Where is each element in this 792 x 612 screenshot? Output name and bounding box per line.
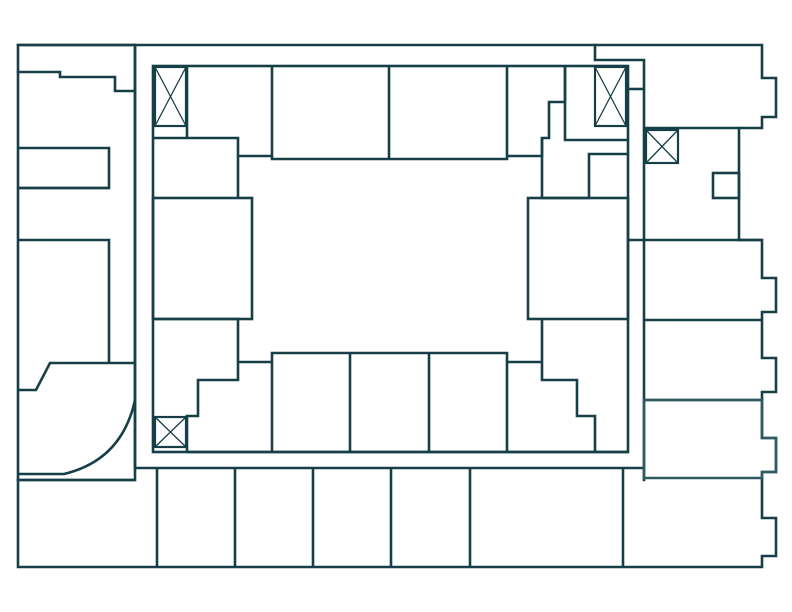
inner-top-left-room <box>153 136 240 198</box>
corridor-inner-ring <box>151 64 630 454</box>
elevator-box-top-left <box>153 65 188 128</box>
left-wing-room-1 <box>18 146 111 190</box>
inner-left-room <box>151 196 254 321</box>
left-wing-room-2 <box>18 238 111 363</box>
right-wing-shaft <box>711 171 741 200</box>
outer-outline <box>16 43 778 569</box>
inner-top-right-stair <box>563 66 628 142</box>
inner-top-right-room <box>540 138 628 200</box>
left-wing-curved-room <box>18 399 137 476</box>
inner-top-right-stepped <box>507 66 567 158</box>
inner-right-room <box>526 196 630 321</box>
left-wing-stair <box>18 361 135 392</box>
right-wing-unit-4[interactable] <box>642 398 778 480</box>
central-block-right <box>593 43 646 242</box>
left-wing-stepped-wall <box>16 70 137 93</box>
walls-group <box>16 43 778 569</box>
elevator-box-right-wing <box>644 128 680 165</box>
left-wing-outline <box>16 43 137 482</box>
elevator-box-bottom-left <box>153 415 188 449</box>
inner-bottom-rooms <box>270 351 509 452</box>
inner-bottom-right-stepped <box>507 319 597 452</box>
elevator-box-top-right <box>593 65 628 128</box>
